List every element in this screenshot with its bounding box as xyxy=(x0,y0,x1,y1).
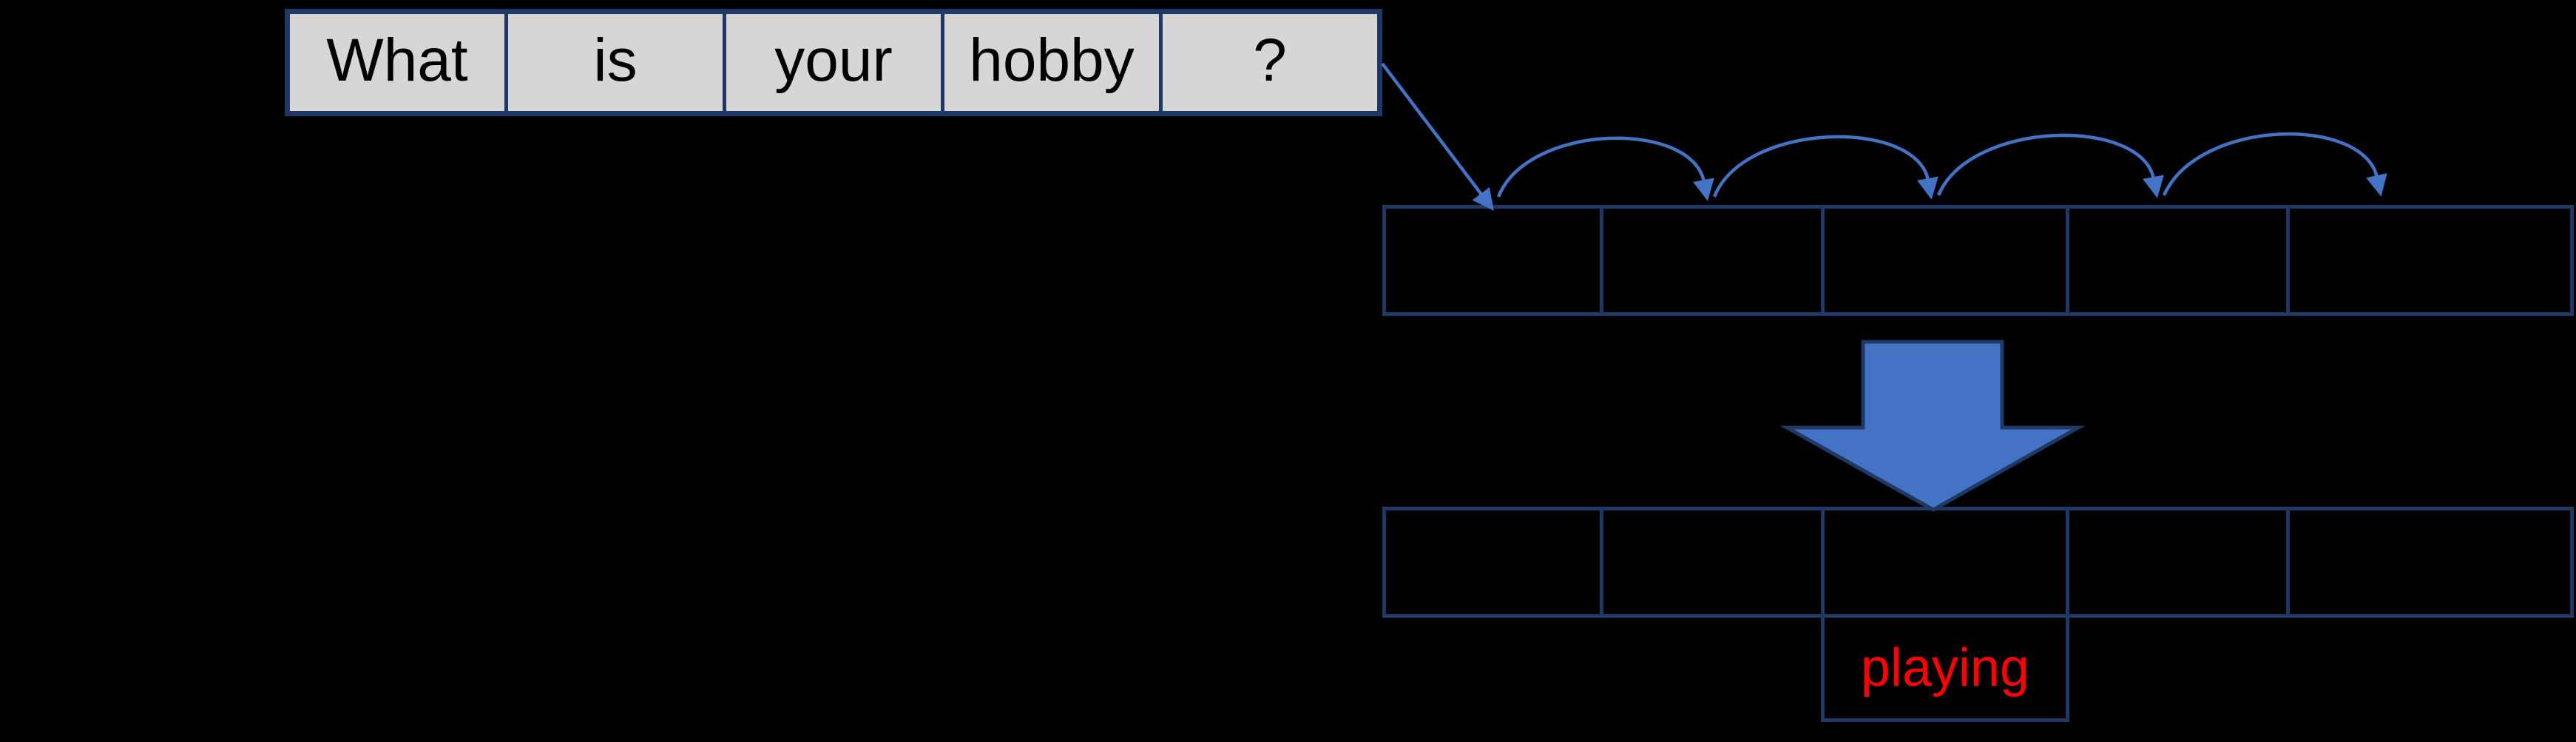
output-cell-5 xyxy=(2286,507,2574,618)
embedding-cell-3 xyxy=(1821,205,2069,316)
diagonal-arrow-icon xyxy=(1381,62,1494,211)
sentence-cell-your: your xyxy=(723,14,941,111)
arc-hop-arrow-icon-2 xyxy=(1712,135,1938,200)
output-cell-3 xyxy=(1821,507,2069,618)
sentence-cell-what: What xyxy=(326,26,468,94)
sentence-table: What is your hobby ? xyxy=(285,9,1382,116)
embedding-cell-4 xyxy=(2066,205,2290,316)
arc-hop-arrow-icon-1 xyxy=(1496,136,1714,201)
output-cell-1 xyxy=(1382,507,1603,618)
big-down-arrow-icon xyxy=(1779,340,2086,512)
sentence-cell-is: is xyxy=(504,14,723,111)
sentence-cell-hobby: hobby xyxy=(941,14,1159,111)
arc-hop-arrow-icon-4 xyxy=(2162,132,2387,197)
output-cell-4 xyxy=(2066,507,2290,618)
sentence-cell-qmark: ? xyxy=(1159,14,1377,111)
embedding-cell-1 xyxy=(1382,205,1603,316)
arc-hop-arrow-icon-3 xyxy=(1936,133,2164,198)
predicted-word-box: playing xyxy=(1821,614,2069,722)
embedding-cell-5 xyxy=(2286,205,2574,316)
output-cell-2 xyxy=(1600,507,1825,618)
predicted-word-label: playing xyxy=(1860,638,2030,698)
embedding-cell-2 xyxy=(1600,205,1825,316)
